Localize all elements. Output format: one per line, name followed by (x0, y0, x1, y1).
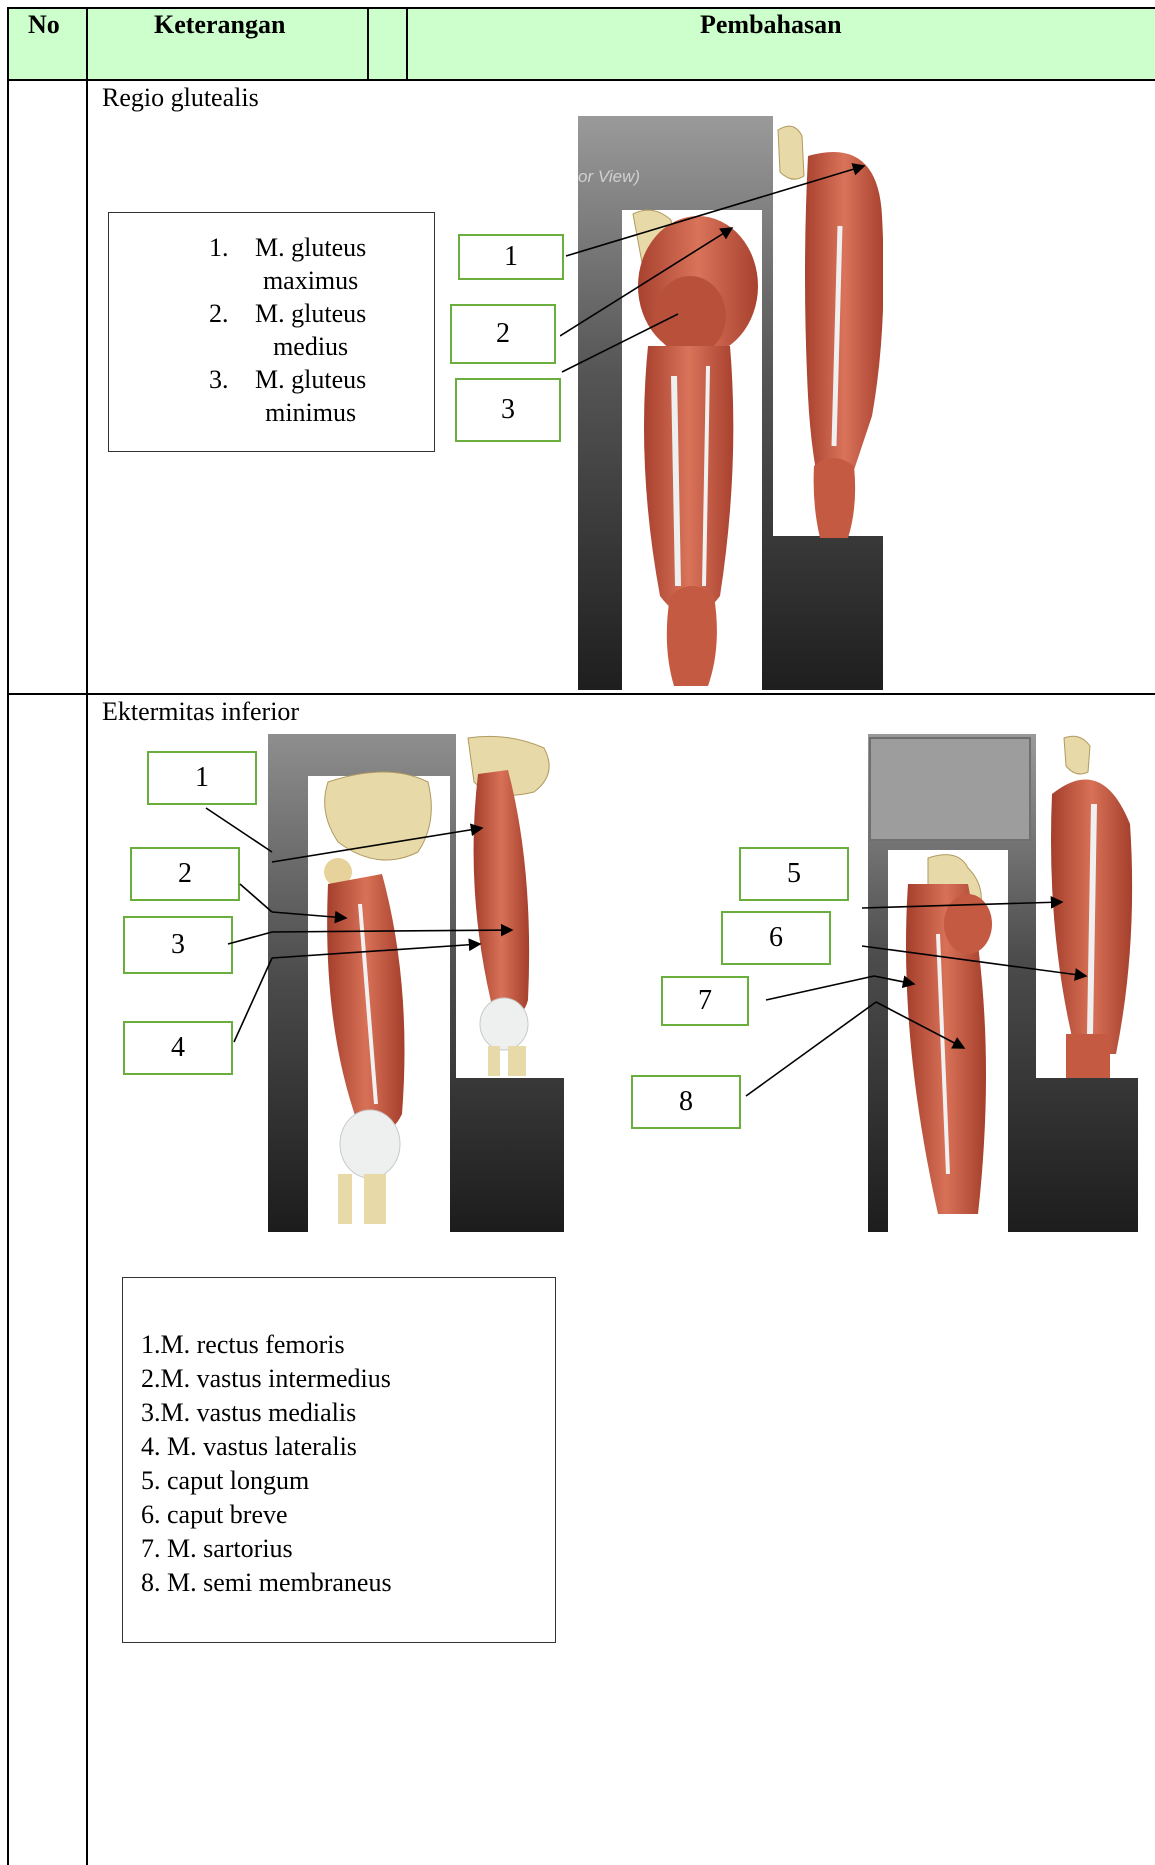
header-pembahasan: Pembahasan (700, 8, 842, 42)
gluteal-legend-item: 3. M. gluteus minimus (209, 363, 366, 429)
thigh-legend-list: 1.M. rectus femoris 2.M. vastus intermed… (141, 1328, 392, 1600)
thigh-legend-box: 1.M. rectus femoris 2.M. vastus intermed… (122, 1277, 556, 1643)
legend-text-line: maximus (263, 266, 358, 295)
col-keterangan-divider-b (406, 7, 408, 80)
header-no: No (28, 8, 60, 42)
row1-bottom-border (8, 693, 1155, 695)
thigh-legend-item: 6. caput breve (141, 1498, 392, 1532)
gluteal-legend-item: 2. M. gluteus medius (209, 297, 366, 363)
thigh-legend-item: 7. M. sartorius (141, 1532, 392, 1566)
col-keterangan-divider-a (367, 7, 369, 80)
thigh-legend-item: 4. M. vastus lateralis (141, 1430, 392, 1464)
legend-text: M. gluteus medius (255, 297, 366, 363)
thigh-legend-item: 2.M. vastus intermedius (141, 1362, 392, 1396)
thigh-legend-item: 8. M. semi membraneus (141, 1566, 392, 1600)
legend-text-line: M. gluteus (255, 299, 366, 328)
thigh-legend-item: 1.M. rectus femoris (141, 1328, 392, 1362)
thigh-pointer-lines (0, 700, 1155, 1200)
gluteal-label-box-1: 1 (458, 234, 564, 280)
header-keterangan: Keterangan (154, 8, 285, 42)
gluteal-legend-box: 1. M. gluteus maximus 2. M. gluteus medi… (108, 212, 435, 452)
gluteal-pointer-lines (560, 140, 880, 400)
legend-text-line: M. gluteus (255, 365, 366, 394)
gluteal-label-box-3: 3 (455, 378, 561, 442)
legend-text-line: minimus (265, 398, 356, 427)
gluteal-legend-list: 1. M. gluteus maximus 2. M. gluteus medi… (209, 231, 366, 429)
legend-text-line: medius (273, 332, 348, 361)
gluteal-legend-item: 1. M. gluteus maximus (209, 231, 366, 297)
legend-text: M. gluteus minimus (255, 363, 366, 429)
legend-number: 1. (209, 231, 255, 297)
thigh-legend-item: 3.M. vastus medialis (141, 1396, 392, 1430)
legend-number: 3. (209, 363, 255, 429)
thigh-legend-item: 5. caput longum (141, 1464, 392, 1498)
section-title-regio-glutealis: Regio glutealis (102, 82, 259, 114)
legend-text: M. gluteus maximus (255, 231, 366, 297)
gluteal-label-box-2: 2 (450, 304, 556, 364)
legend-number: 2. (209, 297, 255, 363)
legend-text-line: M. gluteus (255, 233, 366, 262)
header-bottom-border (8, 79, 1155, 81)
